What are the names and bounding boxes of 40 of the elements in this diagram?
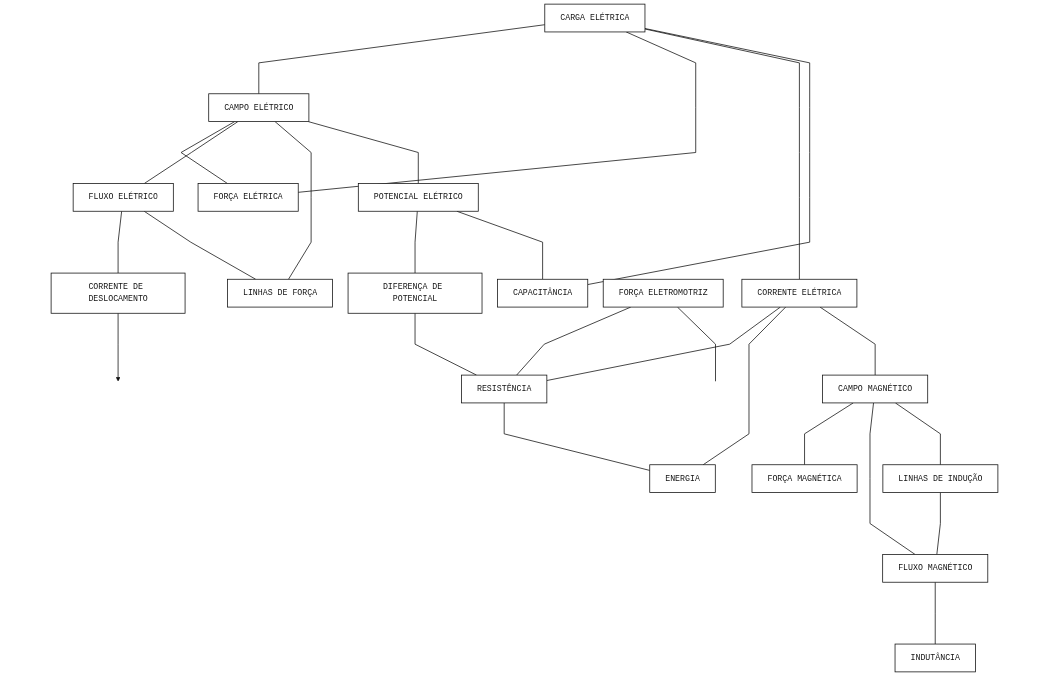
node-box: CAPACITÂNCIA — [497, 278, 589, 308]
connector — [297, 31, 697, 193]
node-box: FORÇA MAGNÉTICA — [751, 464, 858, 493]
connector — [869, 402, 916, 555]
connector — [934, 581, 936, 645]
node-box: FORÇA ELÉTRICA — [197, 183, 299, 212]
node-box: FLUXO MAGNÉTICO — [882, 554, 989, 583]
node-box: CAMPO MAGNÉTICO — [822, 374, 929, 404]
connector — [307, 121, 419, 184]
connector — [677, 306, 716, 382]
connector — [180, 121, 236, 184]
connector — [117, 210, 123, 274]
node-box: LINHAS DE INDUÇÃO — [882, 464, 999, 493]
node-box: CARGA ELÉTRICA — [544, 3, 646, 33]
connector — [414, 210, 418, 274]
node-box: POTENCIAL ELÉTRICO — [357, 183, 479, 212]
connector — [587, 28, 811, 285]
node-box: CORRENTE DE DESLOCAMENTO — [50, 272, 186, 314]
node-box: FLUXO ELÉTRICO — [72, 183, 174, 212]
connector — [702, 306, 787, 466]
connector — [143, 210, 257, 280]
connector — [414, 312, 477, 376]
node-box: CAMPO ELÉTRICO — [208, 93, 310, 122]
node-box: ENERGIA — [649, 464, 716, 493]
node-box: LINHAS DE FORÇA — [227, 278, 333, 308]
node-box: DIFERENÇA DE POTENCIAL — [347, 272, 483, 314]
node-box: CORRENTE ELÉTRICA — [741, 278, 858, 308]
node-box: FORÇA ELETROMOTRIZ — [602, 278, 724, 308]
connector — [546, 306, 781, 381]
node-box: RESISTÊNCIA — [461, 374, 548, 404]
connector — [936, 492, 941, 555]
connector — [644, 28, 800, 280]
connector — [819, 306, 876, 376]
connector — [258, 24, 546, 95]
connector — [503, 402, 651, 471]
connector — [804, 402, 854, 466]
connector — [274, 121, 312, 280]
connector — [144, 121, 239, 184]
connector — [895, 402, 941, 466]
node-box: INDUTÂNCIA — [894, 643, 976, 673]
